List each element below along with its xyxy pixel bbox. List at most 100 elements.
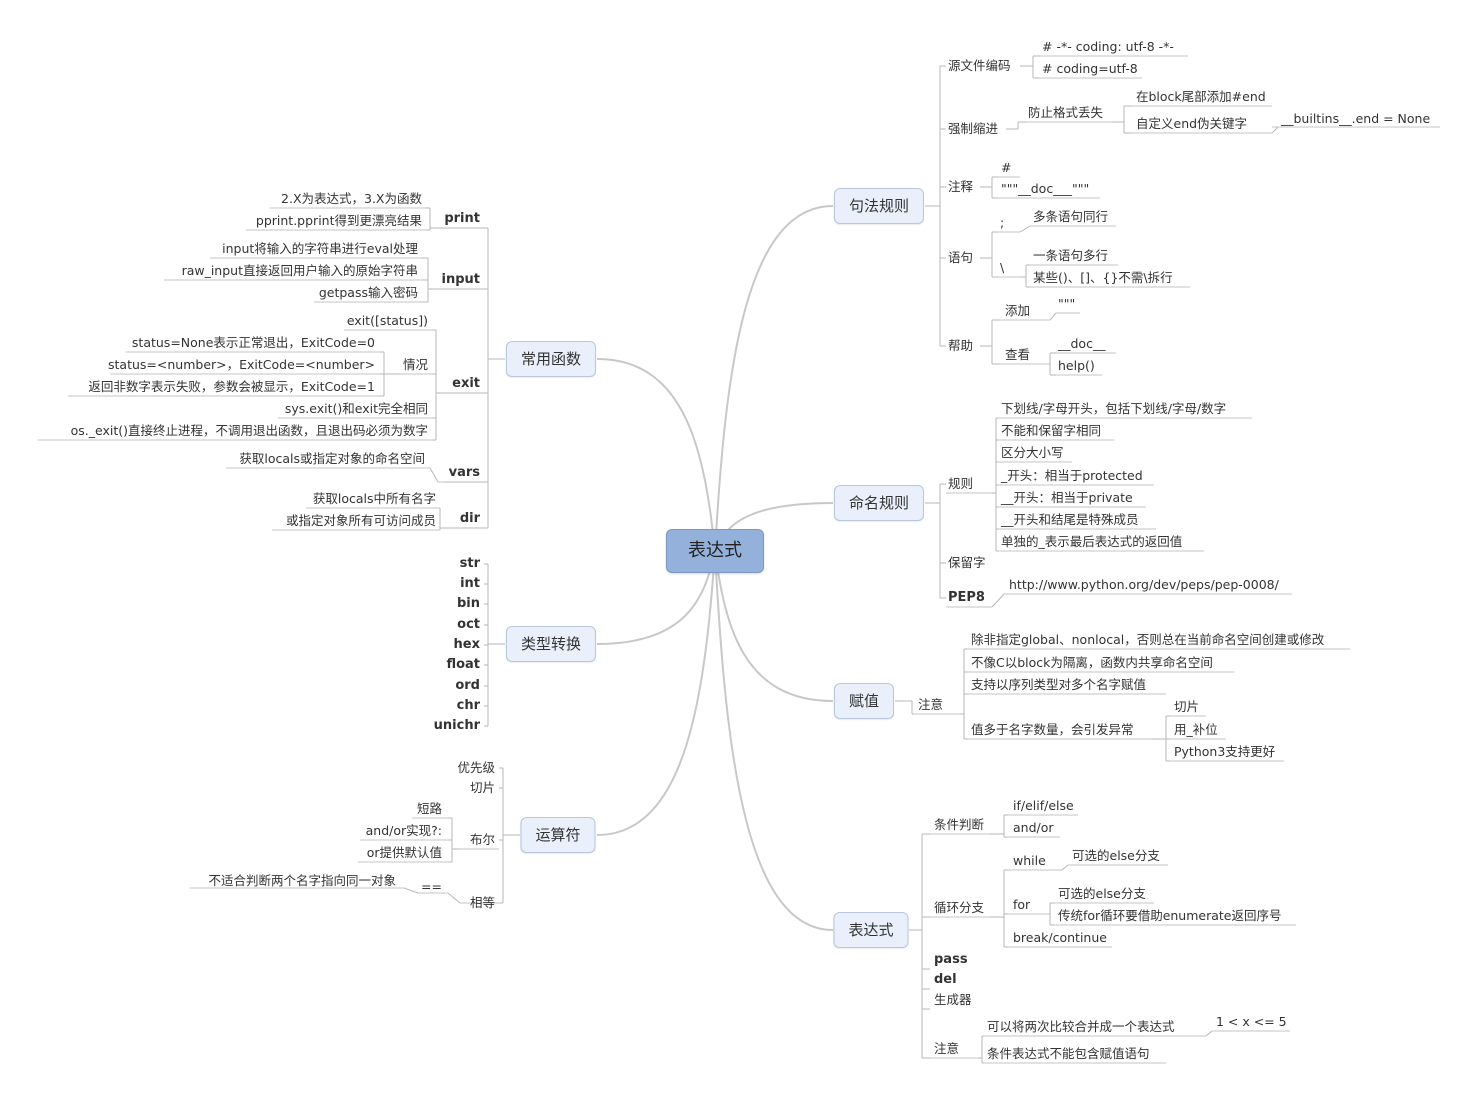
topic-exit-case[interactable]: 情况	[402, 357, 428, 372]
topic-builtins-end[interactable]: __builtins__.end = None	[1281, 111, 1431, 126]
branch-type-conversion[interactable]: 类型转换	[505, 626, 597, 662]
branch-operators[interactable]: 运算符	[520, 817, 596, 853]
branch-common-functions[interactable]: 常用函数	[505, 341, 597, 377]
topic-input[interactable]: input	[441, 272, 481, 287]
topic-print-1[interactable]: 2.X为表达式，3.X为函数	[281, 191, 422, 206]
topic-chained-compare[interactable]: 可以将两次比较合并成一个表达式	[987, 1019, 1175, 1034]
topic-for-else[interactable]: 可选的else分支	[1058, 886, 1146, 901]
topic-one-stmt-multi-line[interactable]: 一条语句多行	[1033, 248, 1109, 263]
topic-no-assign-in-cond[interactable]: 条件表达式不能包含赋值语句	[987, 1046, 1150, 1061]
topic-hash[interactable]: #	[1001, 160, 1012, 175]
topic-float[interactable]: float	[446, 657, 480, 672]
topic-str[interactable]: str	[459, 556, 480, 571]
topic-break-continue[interactable]: break/continue	[1013, 930, 1107, 945]
topic-dir-2[interactable]: 或指定对象所有可访问成员	[285, 513, 436, 528]
topic-exit-case-3[interactable]: 返回非数字表示失败，参数会被显示，ExitCode=1	[88, 379, 375, 394]
topic-assign-note-3[interactable]: 支持以序列类型对多个名字赋值	[971, 677, 1147, 692]
topic-precedence[interactable]: 优先级	[457, 760, 495, 775]
topic-loop[interactable]: 循环分支	[934, 900, 985, 915]
topic-hex[interactable]: hex	[453, 637, 480, 652]
topic-boolean[interactable]: 布尔	[469, 832, 495, 847]
topic-assign-note-1[interactable]: 除非指定global、nonlocal，否则总在当前命名空间创建或修改	[971, 632, 1325, 647]
branch-syntax-rules[interactable]: 句法规则	[833, 188, 925, 224]
topic-chr[interactable]: chr	[456, 698, 480, 713]
topic-underscore-pad[interactable]: 用_补位	[1174, 722, 1218, 737]
branch-expression[interactable]: 表达式	[833, 912, 909, 948]
topic-rule-5[interactable]: __开头：相当于private	[1001, 490, 1133, 505]
topic-dir[interactable]: dir	[459, 511, 480, 526]
topic-forced-indent[interactable]: 强制缩进	[948, 121, 999, 136]
topic-int[interactable]: int	[460, 576, 480, 591]
topic-exit-2[interactable]: sys.exit()和exit完全相同	[284, 401, 428, 416]
topic-print-2[interactable]: pprint.pprint得到更漂亮结果	[255, 213, 422, 228]
topic-while[interactable]: while	[1013, 853, 1046, 868]
topic-or-default[interactable]: or提供默认值	[366, 845, 442, 860]
topic-expr-note[interactable]: 注意	[934, 1041, 960, 1056]
topic-comment[interactable]: 注释	[948, 179, 974, 194]
topic-exit-case-2[interactable]: status=<number>，ExitCode=<number>	[108, 357, 375, 372]
topic-del[interactable]: del	[934, 972, 957, 987]
branch-assignment[interactable]: 赋值	[833, 683, 895, 719]
topic-pass[interactable]: pass	[934, 952, 968, 967]
topic-and-or[interactable]: and/or	[1013, 820, 1054, 835]
topic-python3-better[interactable]: Python3支持更好	[1174, 744, 1276, 759]
topic-for-enumerate[interactable]: 传统for循环要借助enumerate返回序号	[1058, 908, 1282, 923]
topic-dir-1[interactable]: 获取locals中所有名字	[312, 491, 436, 506]
topic-custom-end[interactable]: 自定义end伪关键字	[1136, 116, 1248, 131]
topic-oct[interactable]: oct	[457, 617, 480, 632]
topic-multi-stmt-one-line[interactable]: 多条语句同行	[1033, 209, 1109, 224]
root-node[interactable]: 表达式	[666, 529, 764, 573]
topic-rule-4[interactable]: _开头：相当于protected	[1001, 468, 1143, 483]
topic-op-slice[interactable]: 切片	[469, 780, 495, 795]
topic-pep8-url[interactable]: http://www.python.org/dev/peps/pep-0008/	[1009, 577, 1279, 592]
topic-equality[interactable]: 相等	[469, 895, 495, 910]
topic-pep8[interactable]: PEP8	[948, 590, 985, 605]
topic-input-1[interactable]: input将输入的字符串进行eval处理	[222, 241, 418, 256]
topic-unichr[interactable]: unichr	[433, 718, 480, 733]
topic-vars[interactable]: vars	[448, 465, 480, 480]
topic-rule-2[interactable]: 不能和保留字相同	[1001, 423, 1102, 438]
topic-print[interactable]: print	[444, 211, 480, 226]
topic-rule-7[interactable]: 单独的_表示最后表达式的返回值	[1001, 534, 1183, 549]
topic-help[interactable]: 帮助	[948, 338, 974, 353]
topic-exit-1[interactable]: exit([status])	[346, 313, 428, 328]
topic-semicolon[interactable]: ;	[1000, 215, 1005, 230]
topic-for[interactable]: for	[1013, 897, 1031, 912]
topic-ternary[interactable]: and/or实现?:	[365, 823, 442, 838]
topic-rules[interactable]: 规则	[948, 476, 974, 491]
topic-statement[interactable]: 语句	[948, 250, 974, 265]
topic-short-circuit[interactable]: 短路	[416, 801, 442, 816]
topic-ord[interactable]: ord	[455, 678, 480, 693]
topic-assign-note-4[interactable]: 值多于名字数量，会引发异常	[971, 722, 1134, 737]
topic-source-encoding[interactable]: 源文件编码	[948, 58, 1011, 73]
topic-brackets-no-split[interactable]: 某些()、[]、{}不需\拆行	[1033, 270, 1173, 285]
topic-add-end[interactable]: 在block尾部添加#end	[1136, 89, 1266, 104]
topic-exit[interactable]: exit	[452, 376, 480, 391]
topic-generator[interactable]: 生成器	[934, 992, 972, 1007]
topic-condition[interactable]: 条件判断	[934, 817, 985, 832]
topic-view[interactable]: 查看	[1005, 347, 1031, 362]
topic-prevent-format-loss[interactable]: 防止格式丢失	[1028, 105, 1104, 120]
topic-compare-example[interactable]: 1 < x <= 5	[1216, 1014, 1287, 1029]
topic-assign-note[interactable]: 注意	[918, 697, 944, 712]
topic-backslash[interactable]: \	[1000, 260, 1005, 275]
topic-exit-case-1[interactable]: status=None表示正常退出，ExitCode=0	[131, 335, 375, 350]
topic-eq-note[interactable]: 不适合判断两个名字指向同一对象	[208, 873, 396, 888]
topic-vars-1[interactable]: 获取locals或指定对象的命名空间	[239, 451, 425, 466]
topic-doc[interactable]: __doc__	[1058, 336, 1106, 351]
topic-encoding-1[interactable]: # -*- coding: utf-8 -*-	[1042, 39, 1174, 54]
topic-triple-quote[interactable]: """	[1058, 296, 1076, 311]
topic-slice[interactable]: 切片	[1174, 699, 1200, 714]
topic-while-else[interactable]: 可选的else分支	[1072, 848, 1160, 863]
topic-if-elif-else[interactable]: if/elif/else	[1013, 798, 1074, 813]
topic-help-func[interactable]: help()	[1058, 358, 1095, 373]
topic-reserved-words[interactable]: 保留字	[948, 555, 986, 570]
topic-eq-operator[interactable]: ==	[421, 879, 442, 894]
topic-rule-3[interactable]: 区分大小写	[1001, 445, 1064, 460]
topic-bin[interactable]: bin	[456, 596, 480, 611]
topic-exit-3[interactable]: os._exit()直接终止进程，不调用退出函数，且退出码必须为数字	[70, 423, 428, 438]
topic-input-3[interactable]: getpass输入密码	[318, 285, 418, 300]
topic-input-2[interactable]: raw_input直接返回用户输入的原始字符串	[181, 263, 418, 278]
topic-assign-note-2[interactable]: 不像C以block为隔离，函数内共享命名空间	[971, 655, 1213, 670]
topic-add[interactable]: 添加	[1005, 303, 1031, 318]
